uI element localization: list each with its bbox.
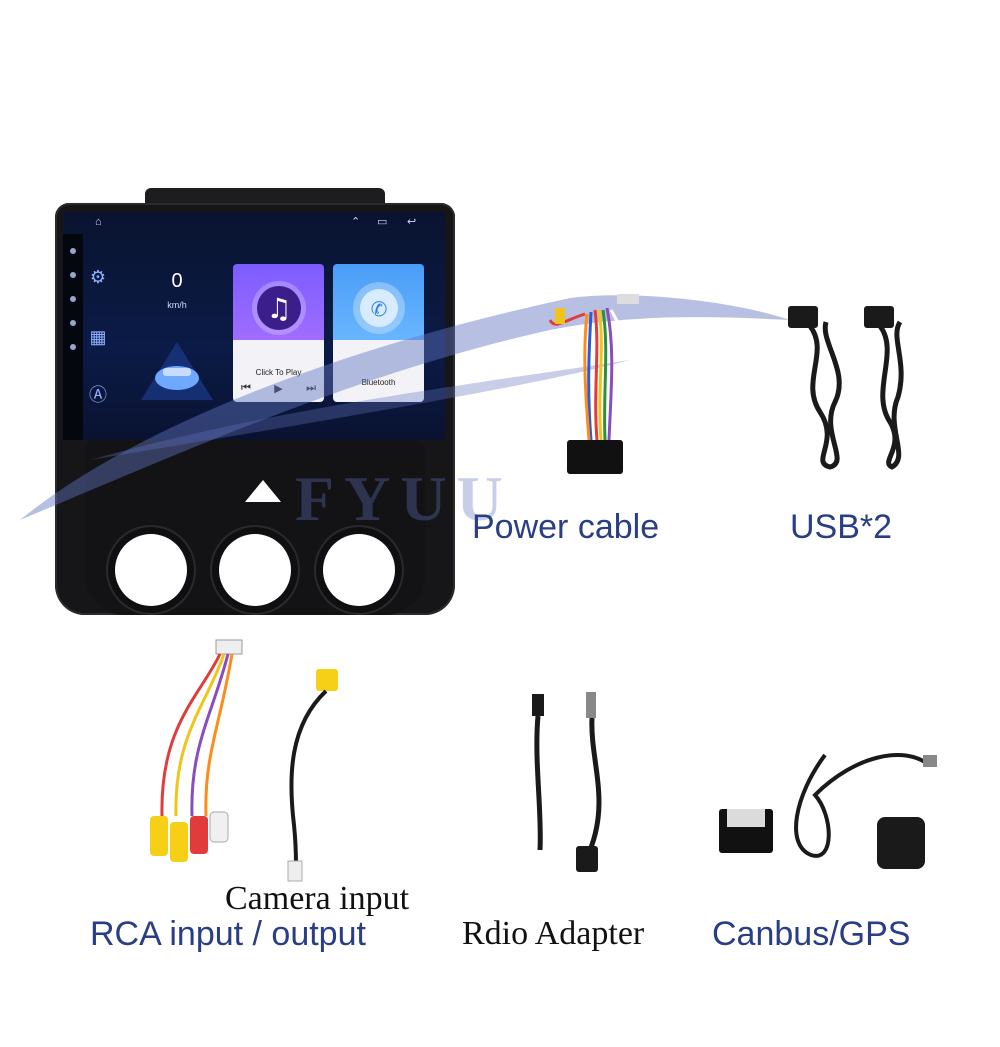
label-camera-input: Camera input: [225, 880, 410, 917]
play-icon: ▶: [274, 382, 282, 395]
watermark-text: FYUU: [295, 463, 513, 534]
recent-apps-icon: ▭: [377, 216, 388, 228]
speed-value: 0: [171, 270, 183, 292]
display-screen: ⌂ ⌃ ▭ ↩ ⚙ ▦ Ⓐ 0 km/h ♫ Click To Play ⏮: [63, 212, 445, 440]
speed-unit: km/h: [167, 300, 187, 310]
back-button-dot: [70, 296, 76, 302]
home-icon: ⌂: [95, 216, 102, 228]
rca-plug-icon: [555, 308, 565, 324]
status-bar: ⌂ ⌃ ▭ ↩: [63, 212, 445, 234]
next-icon: ⏭: [306, 382, 316, 395]
bluetooth-card-label: Bluetooth: [361, 378, 396, 387]
music-card: ♫ Click To Play ⏮ ▶ ⏭: [233, 264, 324, 402]
phone-bluetooth-icon: ✆: [353, 282, 405, 334]
back-icon: ↩: [407, 216, 417, 228]
player-controls: ⏮ ▶ ⏭: [241, 382, 316, 395]
camera-cable-image: [287, 669, 338, 882]
rca-cable-image: [150, 639, 243, 862]
label-canbus-gps: Canbus/GPS: [712, 915, 911, 953]
label-usb: USB*2: [790, 508, 893, 546]
music-note-icon: ♫: [252, 281, 306, 335]
apps-grid-icon: ▦: [89, 327, 107, 347]
chevron-up-icon: ⌃: [351, 216, 361, 228]
canbus-gps-image: [719, 753, 937, 869]
watermark-swoosh: [20, 295, 790, 520]
car-icon: [141, 342, 213, 400]
speed-widget: 0 km/h: [123, 260, 231, 402]
climate-knob-right: [323, 534, 395, 606]
previous-icon: ⏮: [241, 382, 251, 394]
bluetooth-card: ✆ Bluetooth: [333, 264, 424, 402]
label-power-cable: Power cable: [472, 508, 660, 546]
vol-down-button-dot: [70, 344, 76, 350]
settings-icon: ⚙: [89, 267, 107, 287]
hazard-button: [245, 480, 281, 502]
svg-text:♫: ♫: [266, 292, 291, 325]
usb-cables-image: [788, 306, 904, 470]
label-rca: RCA input / output: [90, 915, 366, 953]
power-cable-image: [548, 294, 639, 474]
climate-knob-left: [115, 534, 187, 606]
side-menu: ⚙ ▦ Ⓐ: [87, 252, 113, 432]
navigation-icon: Ⓐ: [89, 385, 107, 405]
svg-text:✆: ✆: [371, 297, 388, 321]
climate-knob-center: [219, 534, 291, 606]
home-button-dot: [70, 272, 76, 278]
radio-adapter-image: [532, 692, 602, 872]
vol-up-button-dot: [70, 320, 76, 326]
music-card-label: Click To Play: [255, 368, 302, 377]
power-button-dot: [70, 248, 76, 254]
label-radio-adapter: Rdio Adapter: [462, 915, 645, 952]
climate-panel: [85, 440, 425, 615]
hardware-buttons: [63, 234, 83, 440]
